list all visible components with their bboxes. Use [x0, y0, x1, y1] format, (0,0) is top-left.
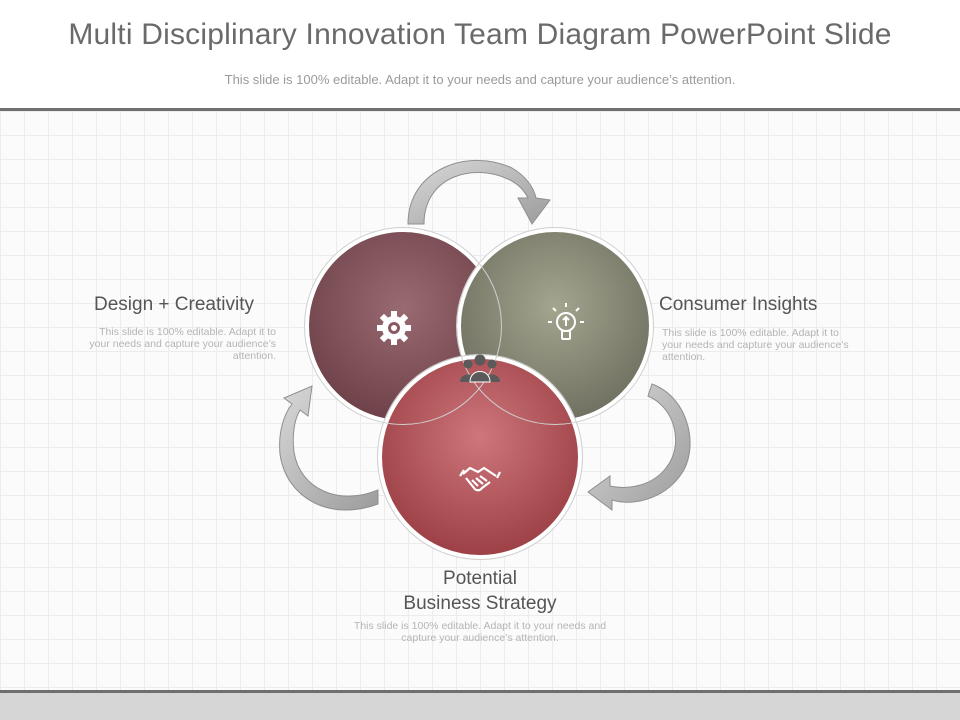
- footer-band: [0, 693, 960, 720]
- label-business-strategy-line2: Business Strategy: [403, 593, 557, 614]
- desc-business-strategy: This slide is 100% editable. Adapt it to…: [353, 620, 607, 644]
- slide-subtitle: This slide is 100% editable. Adapt it to…: [224, 72, 736, 87]
- top-divider: [0, 108, 960, 111]
- desc-consumer-insights: This slide is 100% editable. Adapt it to…: [662, 327, 849, 363]
- cycle-arrow-left: [279, 385, 379, 511]
- slide-header: Multi Disciplinary Innovation Team Diagr…: [0, 0, 960, 108]
- slide-title: Multi Disciplinary Innovation Team Diagr…: [68, 18, 892, 51]
- label-business-strategy: Potential Business Strategy: [380, 566, 580, 616]
- desc-design-creativity: This slide is 100% editable. Adapt it to…: [89, 326, 276, 362]
- cycle-arrow-right: [587, 383, 691, 511]
- cycle-arrow-top: [407, 159, 551, 225]
- label-design-creativity: Design + Creativity: [94, 294, 254, 315]
- lightbulb-icon: [548, 303, 584, 340]
- handshake-icon: [459, 466, 501, 492]
- bottom-divider: [0, 690, 960, 693]
- gear-icon: [377, 311, 411, 345]
- team-icon: [460, 354, 500, 383]
- label-business-strategy-line1: Potential: [443, 568, 517, 589]
- label-consumer-insights: Consumer Insights: [659, 294, 818, 315]
